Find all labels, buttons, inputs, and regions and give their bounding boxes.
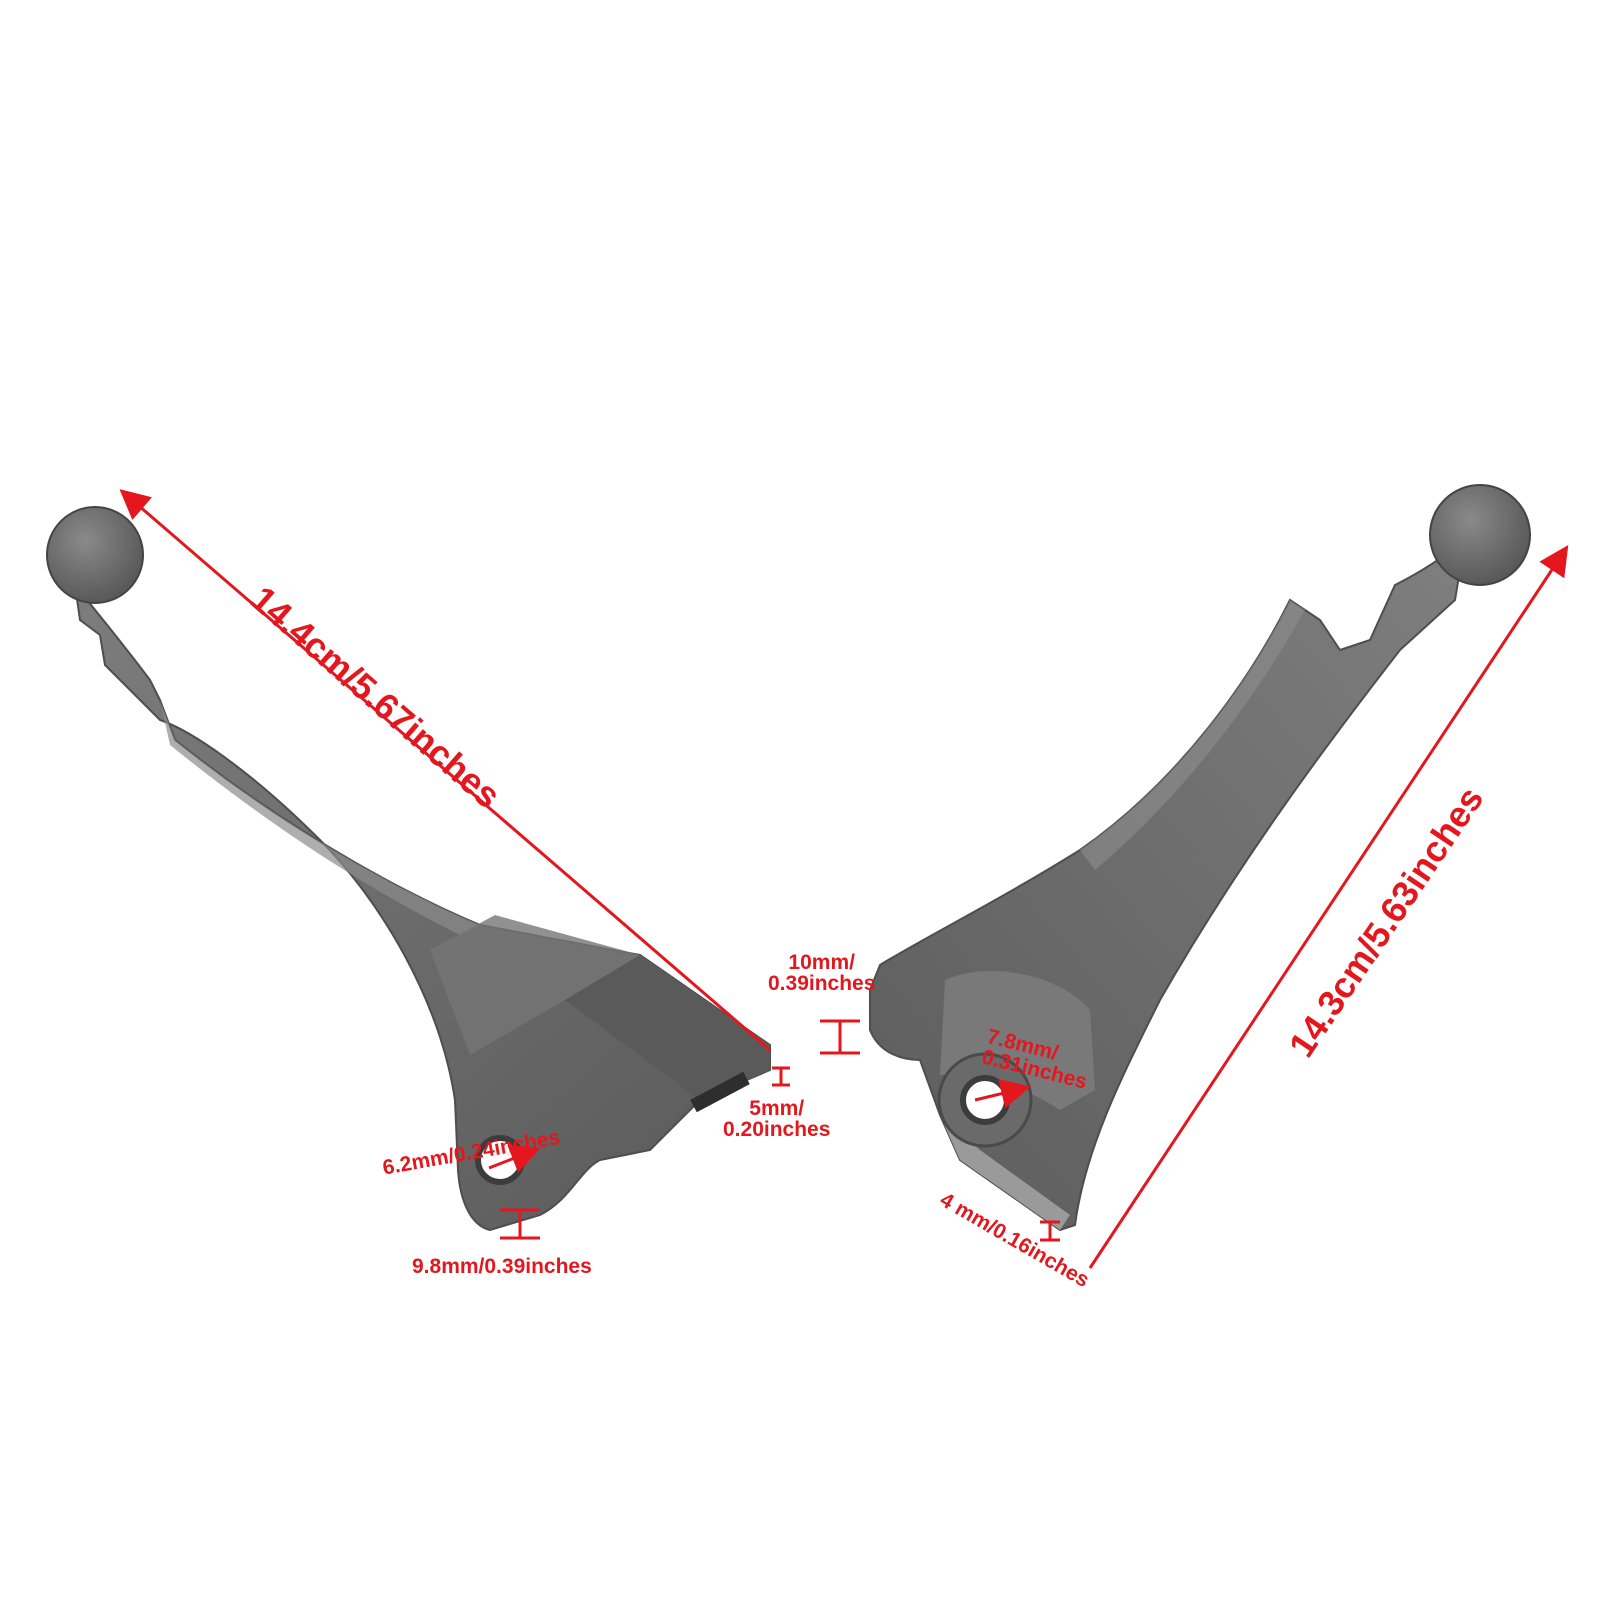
left-tip-thickness-marker bbox=[772, 1066, 790, 1087]
right-lever-bevel bbox=[1080, 600, 1305, 870]
left-lever-side-face bbox=[565, 955, 770, 1100]
right-pivot-thickness-marker bbox=[820, 1019, 860, 1055]
right-tip-thickness-marker bbox=[1040, 1220, 1060, 1242]
left-lever-bevel bbox=[160, 700, 480, 935]
right-length-arrow bbox=[1088, 544, 1569, 1269]
left-bottom-thickness-label: 9.8mm/0.39inches bbox=[412, 1255, 592, 1278]
right-pivot-thickness-label: 10mm/ 0.39inches bbox=[768, 952, 875, 994]
left-lever bbox=[46, 506, 771, 1232]
left-bottom-thickness-marker bbox=[500, 1208, 540, 1240]
left-length-arrow bbox=[119, 489, 771, 1052]
left-lever-slot bbox=[690, 1071, 750, 1113]
left-tip-thickness-line2: 0.20inches bbox=[723, 1118, 831, 1141]
right-pivot-thickness-line2: 0.39inches bbox=[768, 972, 876, 995]
right-lever bbox=[869, 484, 1531, 1232]
left-lever-ball-end bbox=[46, 506, 144, 604]
dimension-lines bbox=[119, 489, 1569, 1269]
left-hole-arrow bbox=[488, 1144, 541, 1173]
left-tip-thickness-line1: 5mm/ bbox=[749, 1097, 805, 1120]
right-pivot-thickness-line1: 10mm/ bbox=[788, 951, 855, 974]
left-lever-knurled-face bbox=[430, 915, 640, 1055]
right-lever-pivot-hole bbox=[960, 1075, 1010, 1125]
left-tip-thickness-label: 5mm/ 0.20inches bbox=[723, 1098, 830, 1140]
right-lever-ball-end bbox=[1429, 484, 1531, 586]
right-hole-arrow bbox=[974, 1079, 1031, 1109]
